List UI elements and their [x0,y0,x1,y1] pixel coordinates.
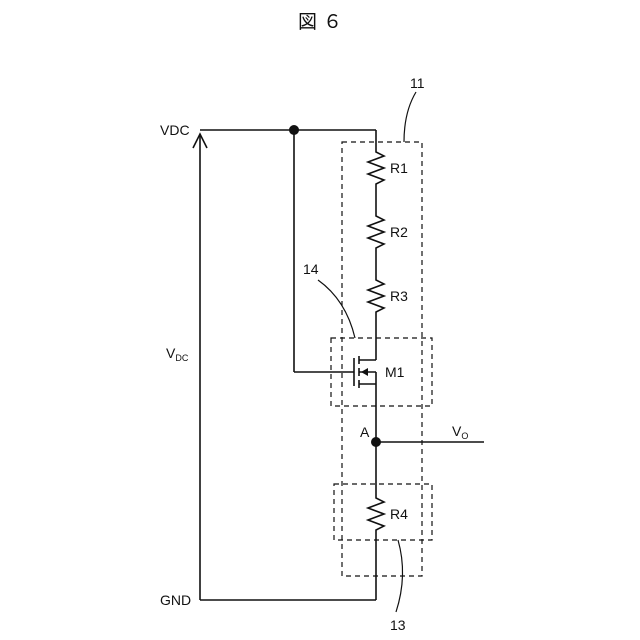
vdc-label: VDC [160,122,190,138]
vo-label: VO [452,423,468,441]
vdc-voltage-label: VDC [166,345,189,363]
ref-14-label: 14 [303,261,319,277]
m1-label: M1 [385,364,405,380]
resistor-r3 [368,276,384,316]
mosfet-m1 [354,356,376,388]
figure-title: 図 ６ [298,11,342,33]
junction-dot-vdc [289,125,299,135]
vdc-voltage-arrow [193,134,207,600]
r3-label: R3 [390,288,408,304]
block-13-box [334,484,432,540]
r1-label: R1 [390,160,408,176]
mosfet-arrow-icon [361,368,368,376]
junction-dot-a [371,437,381,447]
leader-11 [404,92,416,142]
resistor-r4 [368,494,384,534]
leader-14 [318,280,355,338]
resistor-r2 [368,212,384,252]
ref-11-label: 11 [410,75,425,91]
resistor-r1 [368,148,384,188]
r4-label: R4 [390,506,408,522]
r2-label: R2 [390,224,408,240]
ref-13-label: 13 [390,617,406,633]
node-a-label: A [360,424,370,440]
gnd-label: GND [160,592,191,608]
